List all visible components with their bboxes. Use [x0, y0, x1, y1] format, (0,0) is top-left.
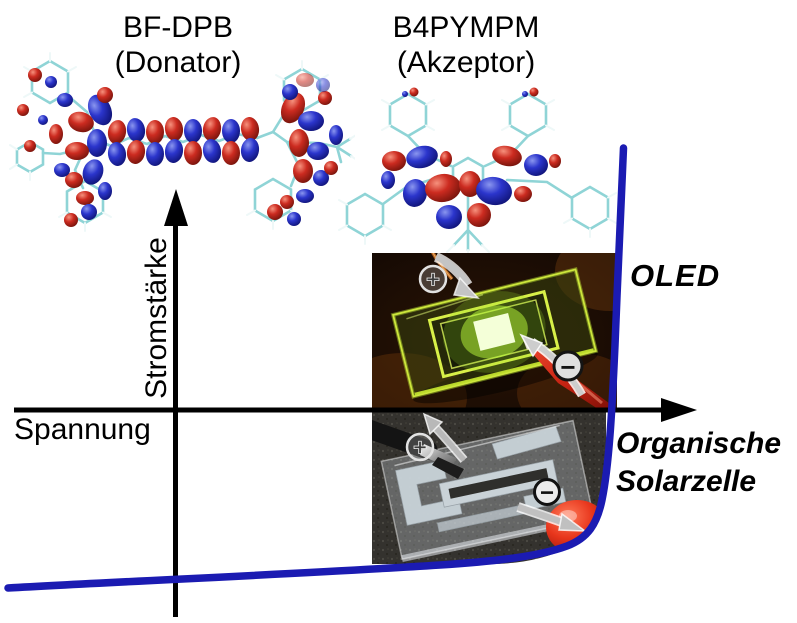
donor-title: BF-DPB (Donator)	[48, 10, 308, 80]
plus-icon: +	[426, 267, 440, 294]
b4pympm-nitrogen-dots	[402, 87, 539, 97]
b4pympm-orbital-illustration	[338, 87, 617, 259]
y-axis-arrowhead	[164, 189, 188, 226]
minus-icon: −	[540, 480, 554, 507]
solar-cell-photo: + −	[372, 412, 612, 565]
acceptor-name: B4PYMPM	[392, 11, 540, 44]
solar-cell-label: Organische Solarzelle	[616, 425, 781, 501]
solar-cell-label-line1: Organische	[616, 427, 782, 460]
solar-active-stripe	[448, 468, 549, 499]
solar-cathode-arrow	[516, 502, 588, 532]
solar-plus-symbol: +	[405, 432, 435, 462]
x-axis-arrowhead	[661, 398, 697, 422]
bf-dpb-orbital-lobes	[17, 68, 343, 227]
solar-cell-label-line2: Solarzelle	[616, 465, 757, 498]
acceptor-title: B4PYMPM (Akzeptor)	[336, 10, 596, 80]
bf-dpb-orbital-illustration	[9, 52, 355, 232]
b4pympm-orbital-lobes	[381, 145, 561, 229]
donor-role: (Donator)	[114, 46, 242, 79]
plus-icon: +	[413, 435, 427, 462]
oled-emitting-pixel	[473, 313, 516, 351]
bf-dpb-hydrogen-sticks	[9, 52, 355, 232]
solar-anode-arrow	[422, 412, 468, 463]
oled-plus-symbol: +	[418, 264, 448, 294]
solar-minus-symbol: −	[533, 478, 561, 507]
oled-anode-arrow	[433, 253, 480, 299]
oled-label: OLED	[630, 258, 721, 293]
oled-photo: + −	[372, 253, 617, 409]
donor-name: BF-DPB	[122, 11, 233, 44]
b4pympm-hydrogen-sticks	[338, 99, 617, 259]
x-axis-label: Spannung	[14, 413, 151, 446]
acceptor-role: (Akzeptor)	[396, 46, 536, 79]
oled-minus-symbol: −	[552, 350, 584, 382]
iv-curve-path	[4, 144, 628, 592]
minus-icon: −	[560, 352, 575, 382]
solar-black-probe	[372, 418, 464, 479]
